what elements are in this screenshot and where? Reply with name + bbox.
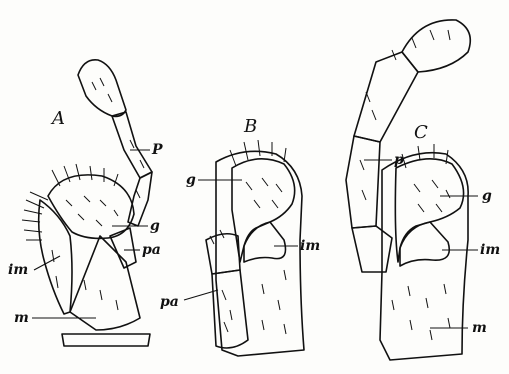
a-base <box>62 334 150 346</box>
c-galea <box>395 159 463 262</box>
figure-a <box>22 60 152 346</box>
figure-c <box>346 20 470 360</box>
a-inner-lobe <box>39 200 72 314</box>
a-palp-tip-segment <box>78 60 126 117</box>
figure-label-a: A <box>50 108 65 129</box>
label-b-pa: pa <box>160 294 179 310</box>
label-a-g: g <box>150 218 160 234</box>
figure-label-b: B <box>243 116 257 137</box>
figure-label-c: C <box>414 122 428 143</box>
label-c-g: g <box>482 188 492 204</box>
label-a-m: m <box>14 310 29 326</box>
label-c-m: m <box>472 320 487 336</box>
c-palp-segment-2 <box>354 52 418 142</box>
a-palpifer <box>110 228 136 268</box>
label-b-g: g <box>186 172 196 188</box>
label-c-im: im <box>480 242 500 258</box>
c-stipes <box>380 153 468 360</box>
b-stipes <box>216 151 304 356</box>
figure-b <box>206 140 304 356</box>
c-hairs <box>360 30 450 340</box>
a-galea <box>48 175 134 239</box>
a-palp-segment-3 <box>128 172 152 226</box>
label-a-im: im <box>8 262 28 278</box>
label-c-p: p <box>394 152 404 168</box>
c-palpifer <box>352 226 392 272</box>
label-a-pa: pa <box>142 242 161 258</box>
label-a-p: P <box>151 142 163 158</box>
b-palpifer-lower <box>212 270 248 348</box>
b-palpifer <box>206 234 240 274</box>
c-palp-segment-3 <box>346 136 380 228</box>
b-inner-lobe <box>244 222 286 262</box>
c-inner-lobe <box>400 222 449 266</box>
label-b-im: im <box>300 238 320 254</box>
